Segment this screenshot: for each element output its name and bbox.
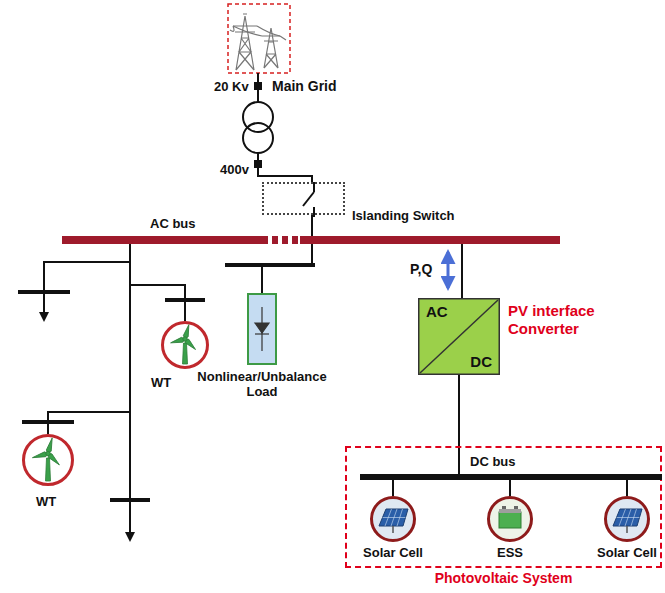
load-box: Nonlinear/Unbalance Load [247,293,277,365]
node-text: Photovoltaic System [435,570,573,586]
node-text: DC [470,354,492,369]
islanding-switch-outline [264,184,347,217]
connector-line [262,244,312,293]
node-text: DC bus [470,454,516,469]
connector-line [509,480,511,496]
connector-line [626,480,628,496]
breaker [254,160,262,168]
connector-line [311,215,313,236]
solar-cell-outline [370,496,416,542]
ac-bus-outline [62,236,560,244]
node-text: Nonlinear/Unbalance Load [187,369,337,399]
photovoltaic-system-box: Photovoltaic SystemDC busSolar CellESSSo… [345,446,662,568]
text-label: P,Q [410,262,432,277]
energy-storage: ESS [487,496,533,542]
solar-cell: Solar Cell [370,496,416,542]
dc-bus-outline [360,474,662,480]
text-label: 20 Kv [214,79,249,94]
wind-turbine-outline [161,321,209,369]
node-text: WT [151,375,171,390]
dc-bus: DC bus [360,474,662,480]
wind-turbine: WT [161,321,209,369]
text-label: 400v [220,162,249,177]
node-text: AC [426,304,448,319]
solar-cell: Solar Cell [604,496,650,542]
connector-line [458,375,460,474]
text-label: Main Grid [272,79,337,94]
connector-line [392,480,394,496]
breaker [254,82,262,90]
node-text: WT [36,494,56,509]
node-text: AC bus [150,216,196,231]
energy-storage-outline [487,496,533,542]
connector-line [130,244,185,321]
node-text: PV interface Converter [508,302,608,338]
ac-bus: AC bus [62,236,560,244]
load-box-outline [247,293,277,365]
node-text: Solar Cell [363,545,423,560]
connector-line [48,244,130,434]
node-text: Islanding Switch [352,208,455,223]
node-text: Solar Cell [597,545,657,560]
wind-turbine: WT [22,434,74,486]
power-flow-arrow [447,252,450,288]
converter-box: ACDCPV interface Converter [418,298,500,375]
grid-tower [228,4,290,73]
islanding-switch: Islanding Switch [262,182,345,215]
wind-turbine-outline [22,434,74,486]
connector-line [461,244,463,298]
node-text: ESS [497,545,523,560]
solar-cell-outline [604,496,650,542]
